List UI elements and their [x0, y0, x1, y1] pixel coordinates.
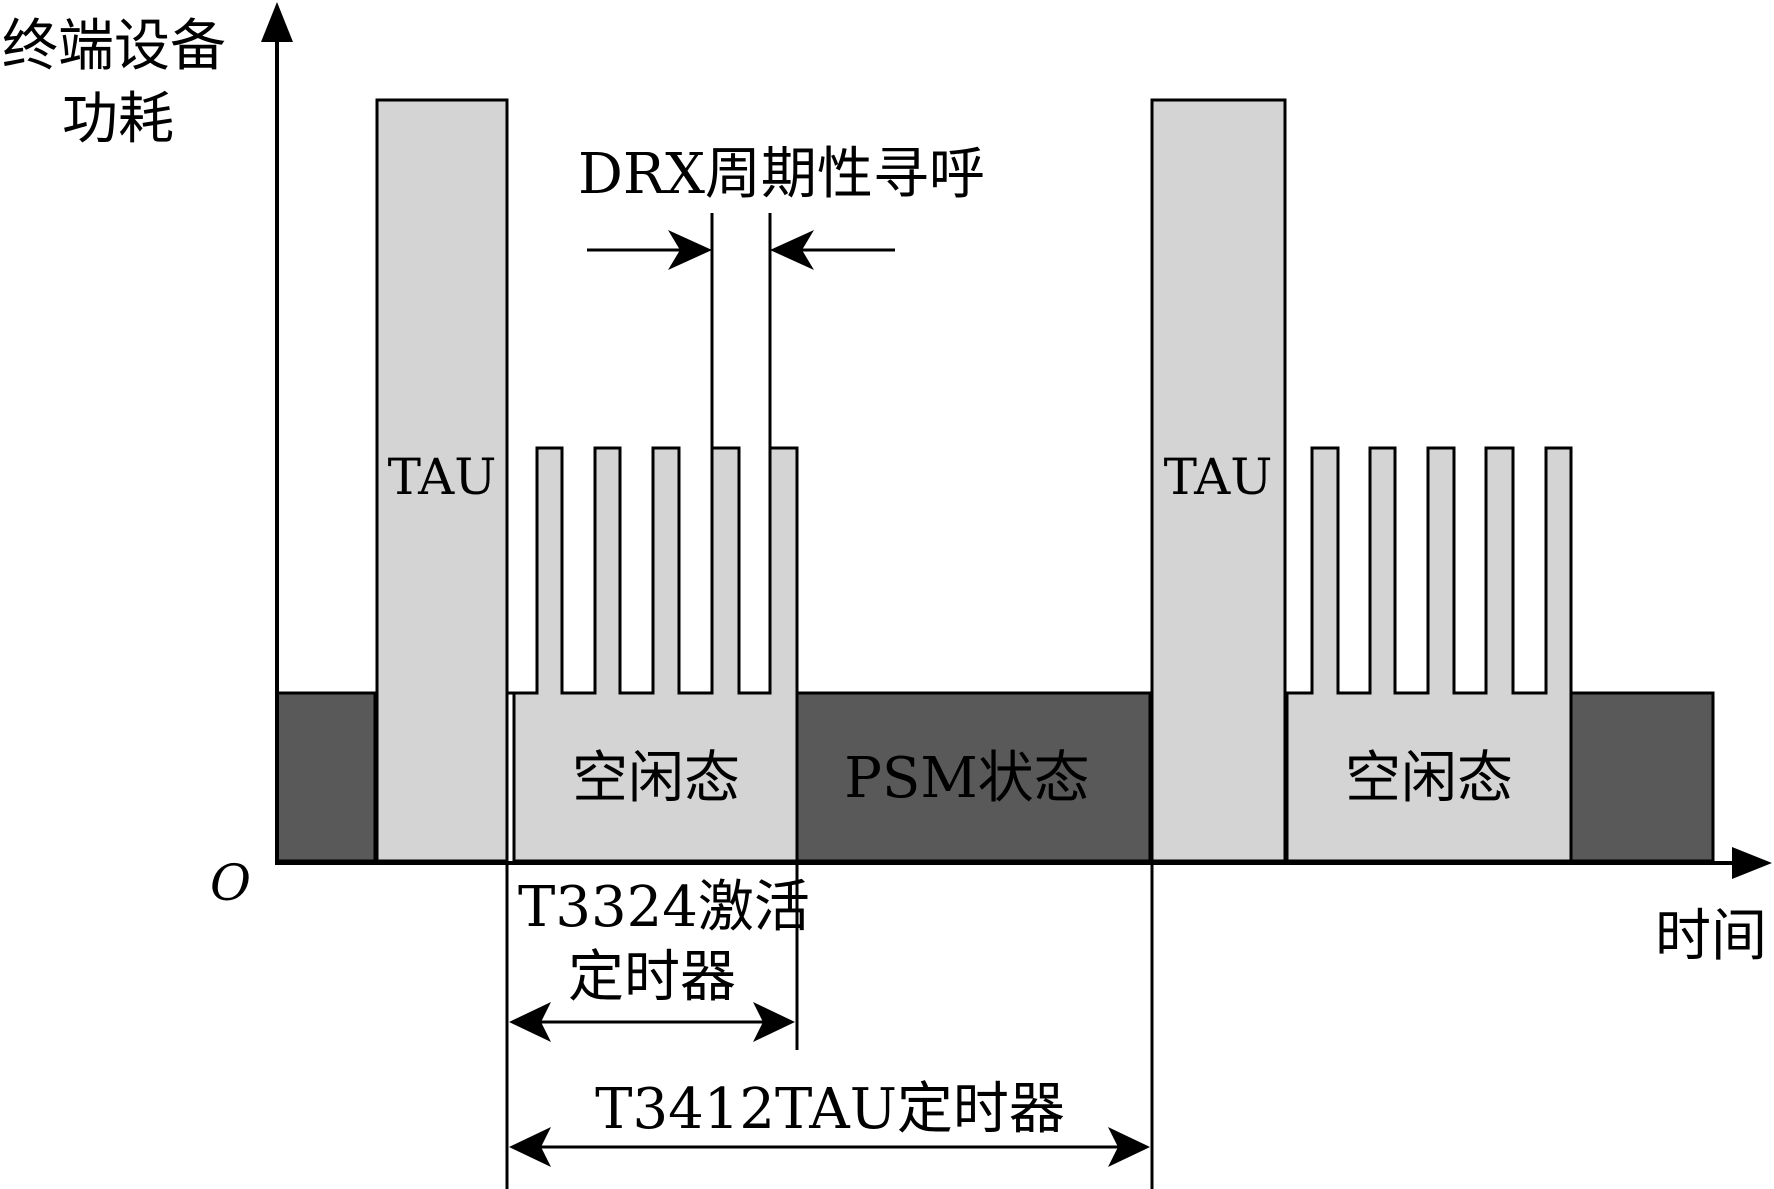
tau-label-1: TAU	[388, 448, 497, 506]
idle-label-2: 空闲态	[1345, 746, 1513, 811]
idle-state-2	[1285, 446, 1573, 863]
x-axis-label: 时间	[1655, 904, 1767, 969]
psm-blocks	[275, 691, 1715, 863]
t3324-arrow-left-icon	[509, 1002, 551, 1042]
y-axis-label-line1: 终端设备	[2, 14, 226, 79]
t3324-label-line2: 定时器	[568, 945, 736, 1010]
x-axis-arrow-icon	[1732, 847, 1772, 879]
tau-label-2: TAU	[1164, 448, 1273, 506]
origin-label: O	[210, 854, 251, 912]
drx-arrow-left-head-icon	[668, 230, 712, 270]
t3324-dimension	[509, 1002, 795, 1042]
psm-block-start	[275, 691, 377, 863]
psm-block-middle	[795, 691, 1152, 863]
idle-state-1	[512, 446, 799, 863]
t3324-label-line1: T3324激活	[518, 875, 810, 940]
tau-block-2	[1150, 98, 1287, 863]
drx-label: DRX周期性寻呼	[578, 142, 985, 207]
tau-block-1	[375, 98, 509, 863]
t3412-arrow-left-icon	[509, 1127, 551, 1167]
y-axis-label-line2: 功耗	[62, 87, 174, 152]
t3412-arrow-right-icon	[1108, 1127, 1150, 1167]
tau-blocks	[375, 98, 1287, 863]
timer-guides	[505, 863, 1154, 1189]
psm-label: PSM状态	[844, 746, 1089, 811]
t3324-arrow-right-icon	[753, 1002, 795, 1042]
drx-arrow-right-head-icon	[770, 230, 814, 270]
idle-label-1: 空闲态	[572, 746, 740, 811]
drx-annotation	[587, 213, 895, 448]
axes	[275, 30, 1735, 865]
y-axis-arrow-icon	[261, 2, 293, 42]
t3412-label: T3412TAU定时器	[595, 1077, 1065, 1142]
psm-block-end	[1569, 691, 1715, 863]
t3412-dimension	[509, 1127, 1150, 1167]
